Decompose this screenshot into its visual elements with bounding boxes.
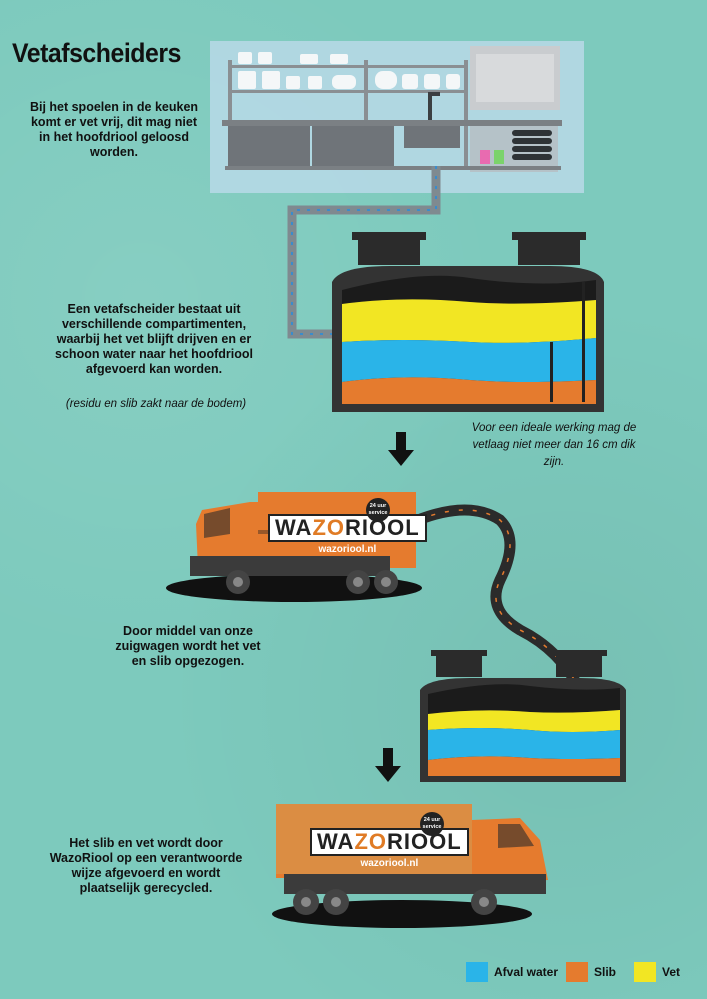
arrow-down-icon xyxy=(388,432,414,466)
logo-part: WA xyxy=(317,829,355,854)
badge-line: 24 uur xyxy=(369,503,387,509)
legend-label: Slib xyxy=(594,965,617,979)
separator-line: Een vetafscheider bestaat uit xyxy=(67,302,241,316)
fat-note-line: zijn. xyxy=(543,456,565,468)
intro-text: Bij het spoelen in de keuken komt er vet… xyxy=(14,100,214,160)
logo-url: wazoriool.nl xyxy=(318,544,377,555)
legend-item-sludge: Slib xyxy=(566,961,616,983)
grease-separator-tank xyxy=(332,232,604,412)
separator-text: Een vetafscheider bestaat uit verschille… xyxy=(34,302,274,377)
separator-line: schoon water naar het hoofdriool xyxy=(55,347,253,361)
truck-line: Door middel van onze xyxy=(123,624,253,638)
logo-part: WA xyxy=(275,515,313,540)
separator-line: waarbij het vet blijft drijven en er xyxy=(56,332,252,346)
recycle-line: WazoRiool op een verantwoorde xyxy=(49,851,243,865)
recycle-line: wijze afgevoerd en wordt xyxy=(71,866,221,880)
arrow-down-icon-2 xyxy=(375,748,401,782)
legend-swatch xyxy=(566,962,588,982)
legend-swatch xyxy=(634,962,656,982)
drain-pipe xyxy=(287,166,441,339)
grease-separator-tank-2 xyxy=(420,650,626,782)
badge-line: service xyxy=(368,510,388,516)
logo-part: ZO xyxy=(354,829,388,854)
recycle-line: Het slib en vet wordt door xyxy=(69,836,223,850)
legend-label: Afval water xyxy=(494,965,559,979)
company-logo: WAZORIOOL wazoriool.nl xyxy=(268,514,427,555)
service-badge: 24 uur service xyxy=(366,498,390,522)
intro-line: komt er vet vrij, dit mag niet xyxy=(30,115,197,129)
badge-line: 24 uur xyxy=(423,817,441,823)
separator-note: (residu en slib zakt naar de bodem) xyxy=(65,398,247,410)
recycle-line: plaatselijk gerecycled. xyxy=(79,881,213,895)
service-badge-2: 24 uur service xyxy=(420,812,444,836)
badge-line: service xyxy=(422,824,442,830)
logo-wordmark: WAZORIOOL xyxy=(268,514,427,542)
separator-line: afgevoerd kan worden. xyxy=(85,362,223,376)
kitchen-illustration xyxy=(210,41,584,193)
truck-text: Door middel van onze zuigwagen wordt het… xyxy=(88,624,288,669)
page-title: Vetafscheiders xyxy=(12,38,181,68)
logo-url: wazoriool.nl xyxy=(360,858,419,869)
fat-note-line: vetlaag niet meer dan 16 cm dik xyxy=(472,439,636,451)
legend-item-fat: Vet xyxy=(634,961,680,983)
recycle-text: Het slib en vet wordt door WazoRiool op … xyxy=(26,836,266,896)
intro-line: worden. xyxy=(90,145,138,159)
intro-line: in het hoofdriool geloosd xyxy=(39,130,189,144)
logo-wordmark: WAZORIOOL xyxy=(310,828,469,856)
legend-swatch xyxy=(466,962,488,982)
company-logo-2: WAZORIOOL wazoriool.nl xyxy=(310,828,469,869)
truck-line: zuigwagen wordt het vet xyxy=(115,639,261,653)
legend-item-water: Afval water xyxy=(466,961,558,983)
logo-part: ZO xyxy=(312,515,346,540)
fat-note-line: Voor een ideale werking mag de xyxy=(471,422,637,434)
intro-line: Bij het spoelen in de keuken xyxy=(29,100,199,114)
separator-line: verschillende compartimenten, xyxy=(61,317,247,331)
fat-layer-note: Voor een ideale werking mag de vetlaag n… xyxy=(454,420,654,471)
legend-label: Vet xyxy=(662,965,681,979)
truck-line: en slib opgezogen. xyxy=(131,654,245,668)
